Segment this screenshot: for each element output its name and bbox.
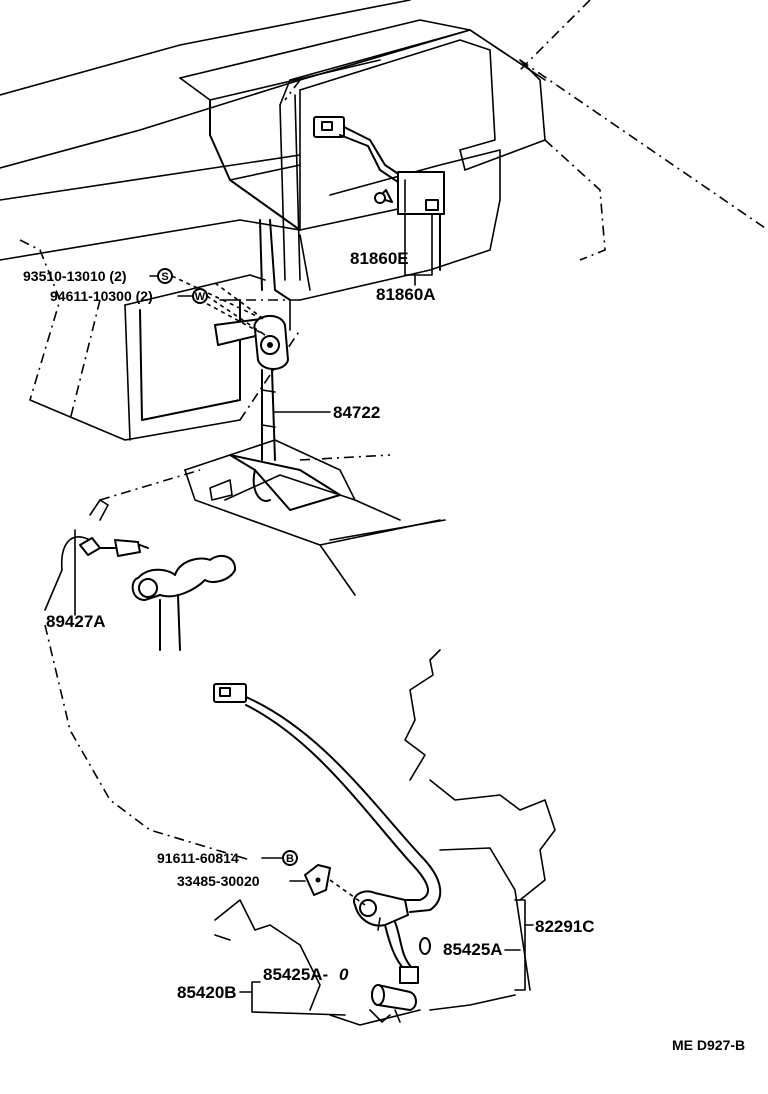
bracket-33485 [304, 864, 366, 906]
svg-text:W: W [195, 291, 206, 303]
label-81860A: 81860A [376, 285, 436, 304]
diagram-code: ME D927-B [672, 1037, 745, 1053]
svg-text:B: B [286, 853, 294, 865]
label-93510-13010: 93510-13010 (2) [23, 268, 127, 284]
label-84722: 84722 [333, 403, 380, 422]
transmission-case [214, 649, 556, 1026]
label-o-mark: 0 [339, 965, 349, 984]
label-33485-30020: 33485-30020 [177, 873, 260, 889]
mark-w-icon: W [192, 288, 208, 304]
label-81860E: 81860E [350, 249, 409, 268]
sensor-89427A [44, 469, 237, 651]
label-94611-10300: 94611-10300 (2) [50, 288, 153, 304]
label-89427A: 89427A [46, 612, 106, 631]
switch-assembly-81860 [313, 116, 445, 215]
leader-81860 [404, 214, 433, 286]
label-91611-60814: 91611-60814 [157, 850, 239, 866]
label-82291C: 82291C [535, 917, 595, 936]
instrument-panel-outline [0, 0, 768, 441]
mark-b-icon: B [282, 850, 298, 866]
o-ring-icon [419, 937, 431, 955]
leader-lines [149, 275, 534, 1016]
dashed-guide-left [44, 624, 251, 861]
label-85425A-ring: 85425A [443, 940, 503, 959]
console-floor [184, 439, 446, 596]
lever-84722 [199, 282, 331, 461]
mark-s-icon: S [157, 268, 173, 284]
label-85420B: 85420B [177, 983, 237, 1002]
svg-text:S: S [161, 271, 168, 283]
cable-82291C [213, 683, 442, 984]
solenoid-85420B [369, 984, 417, 1023]
label-85425A: 85425A- [263, 965, 328, 984]
